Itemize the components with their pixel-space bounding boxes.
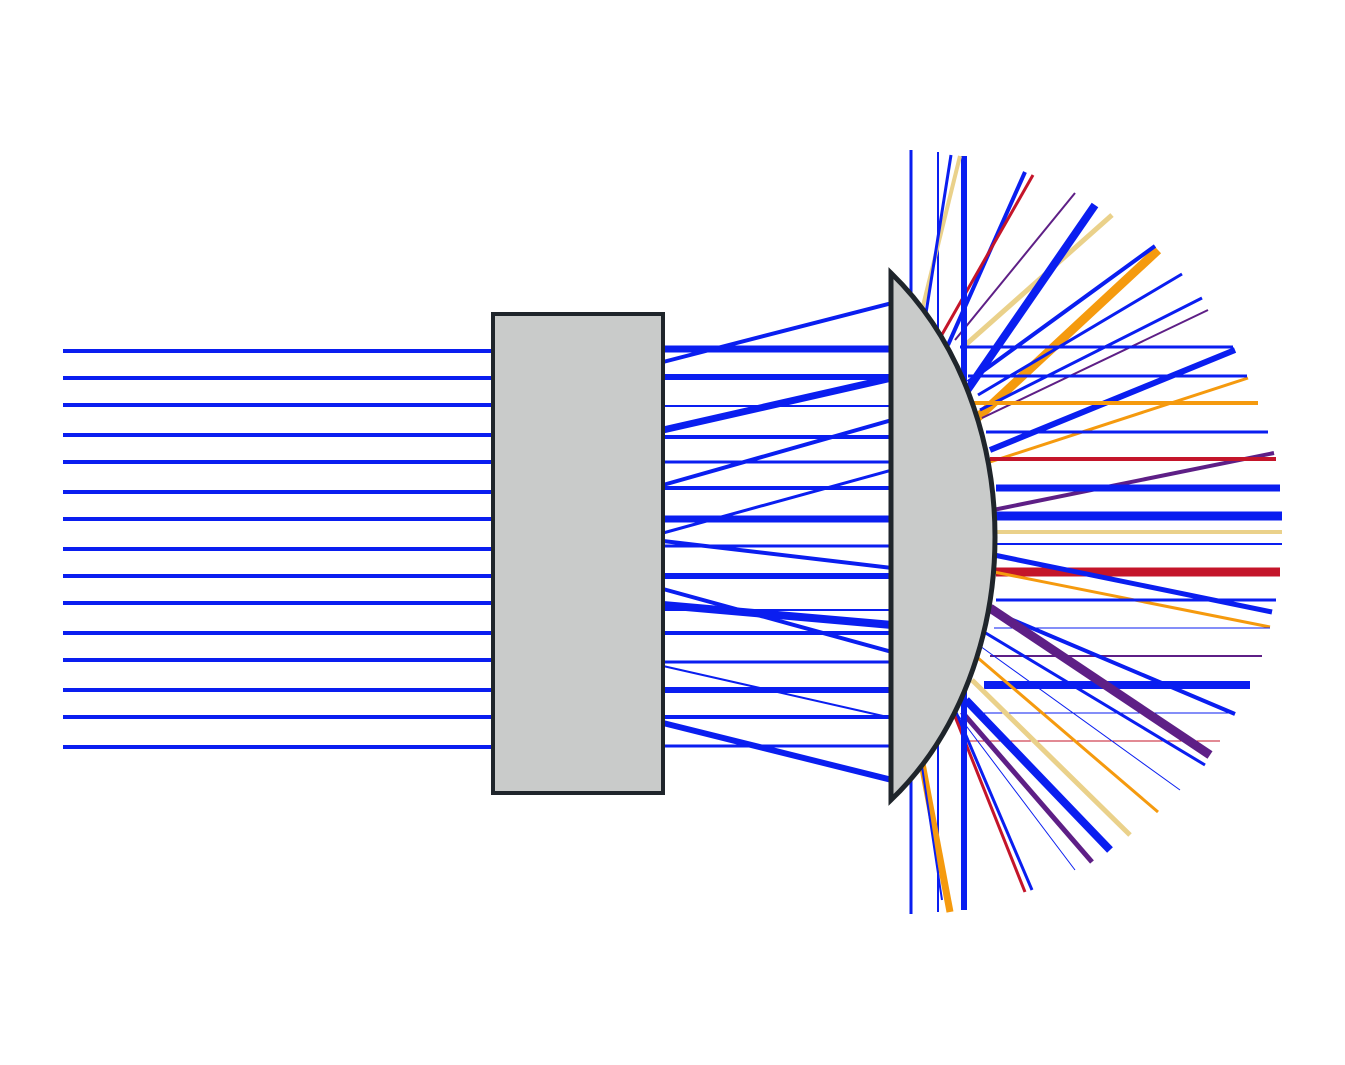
dispersed-ray [954, 192, 1076, 341]
dispersed-ray [963, 697, 1113, 853]
dispersed-ray [977, 656, 1159, 814]
dispersed-ray [957, 714, 1076, 871]
transmitted-ray [662, 539, 893, 570]
dispersed-ray [938, 174, 1035, 339]
dispersed-ray-group [909, 150, 1282, 914]
dispersed-ray [960, 710, 1094, 864]
dispersed-ray [953, 709, 1034, 891]
transmitted-ray [662, 301, 893, 364]
plano-convex-lens [888, 267, 998, 806]
transmitted-ray [662, 601, 893, 629]
transmitted-ray [662, 665, 893, 719]
incident-ray-group [63, 349, 494, 749]
dispersed-ray [979, 645, 1181, 791]
transmitted-ray-group [662, 301, 893, 783]
dispersed-ray [966, 244, 1157, 384]
dispersed-ray [962, 202, 1099, 395]
dispersed-ray [960, 213, 1114, 350]
transmitted-ray [662, 374, 893, 434]
dispersed-ray [983, 630, 1206, 767]
dispersed-ray [993, 552, 1273, 615]
dispersed-ray [992, 451, 1275, 512]
dispersed-ray [981, 309, 1209, 419]
transmitted-ray [662, 720, 893, 783]
transmitted-ray [662, 468, 893, 535]
dispersed-ray [979, 296, 1203, 412]
dispersed-ray [993, 610, 1236, 716]
transmitted-ray [662, 587, 893, 654]
transmitted-ray [662, 418, 893, 487]
dispersed-ray [989, 376, 1249, 464]
rectangular-block [491, 312, 665, 795]
dispersed-ray [971, 246, 1162, 424]
dispersed-ray [987, 604, 1213, 759]
dispersed-ray [970, 678, 1132, 837]
dispersed-ray [918, 155, 962, 319]
